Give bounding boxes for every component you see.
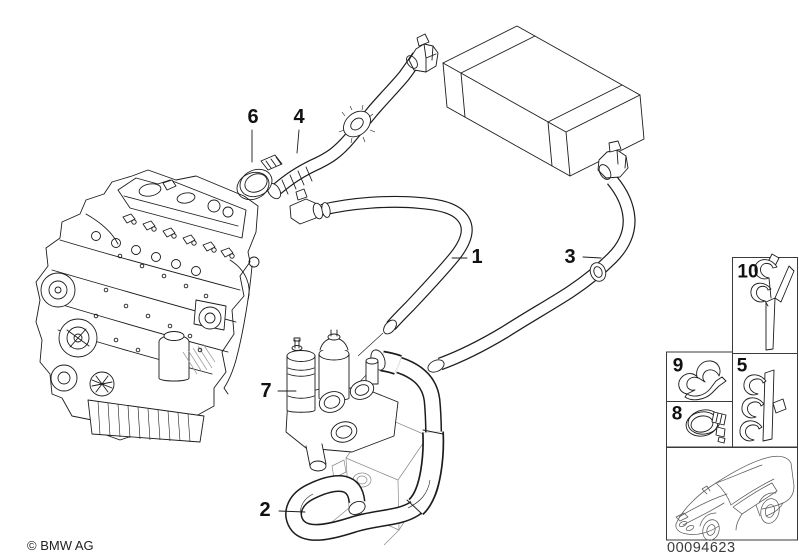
engine-illustration (35, 169, 260, 443)
hose-clamp-8-part (685, 409, 727, 444)
holder-10-part (750, 253, 795, 351)
callout-4[interactable]: 4 (293, 106, 305, 128)
callout-2[interactable]: 2 (259, 499, 271, 521)
callout-10[interactable]: 10 (737, 261, 759, 283)
holder-5-part (739, 369, 787, 442)
callout-8[interactable]: 8 (671, 403, 683, 425)
leader-lines (251, 129, 602, 513)
callout-7[interactable]: 7 (260, 380, 272, 402)
hose-3-part (427, 140, 636, 373)
heater-core-box (442, 25, 645, 177)
clip-9-part (678, 360, 727, 401)
callout-6[interactable]: 6 (247, 106, 259, 128)
water-valve-part (285, 329, 399, 472)
callout-1[interactable]: 1 (471, 246, 483, 268)
car-silhouette-icon (675, 455, 795, 541)
part-boxes (666, 257, 798, 541)
hose-4-part (266, 33, 439, 200)
callout-3[interactable]: 3 (564, 246, 576, 268)
callout-9[interactable]: 9 (672, 355, 684, 377)
copyright-notice: © BMW AG (27, 538, 94, 553)
hose-1-part (289, 188, 473, 357)
hose-clamp-6-part (236, 154, 283, 201)
hose-2-part (285, 349, 445, 541)
callout-5[interactable]: 5 (736, 355, 748, 377)
diagram-number: 00094623 (667, 540, 736, 556)
